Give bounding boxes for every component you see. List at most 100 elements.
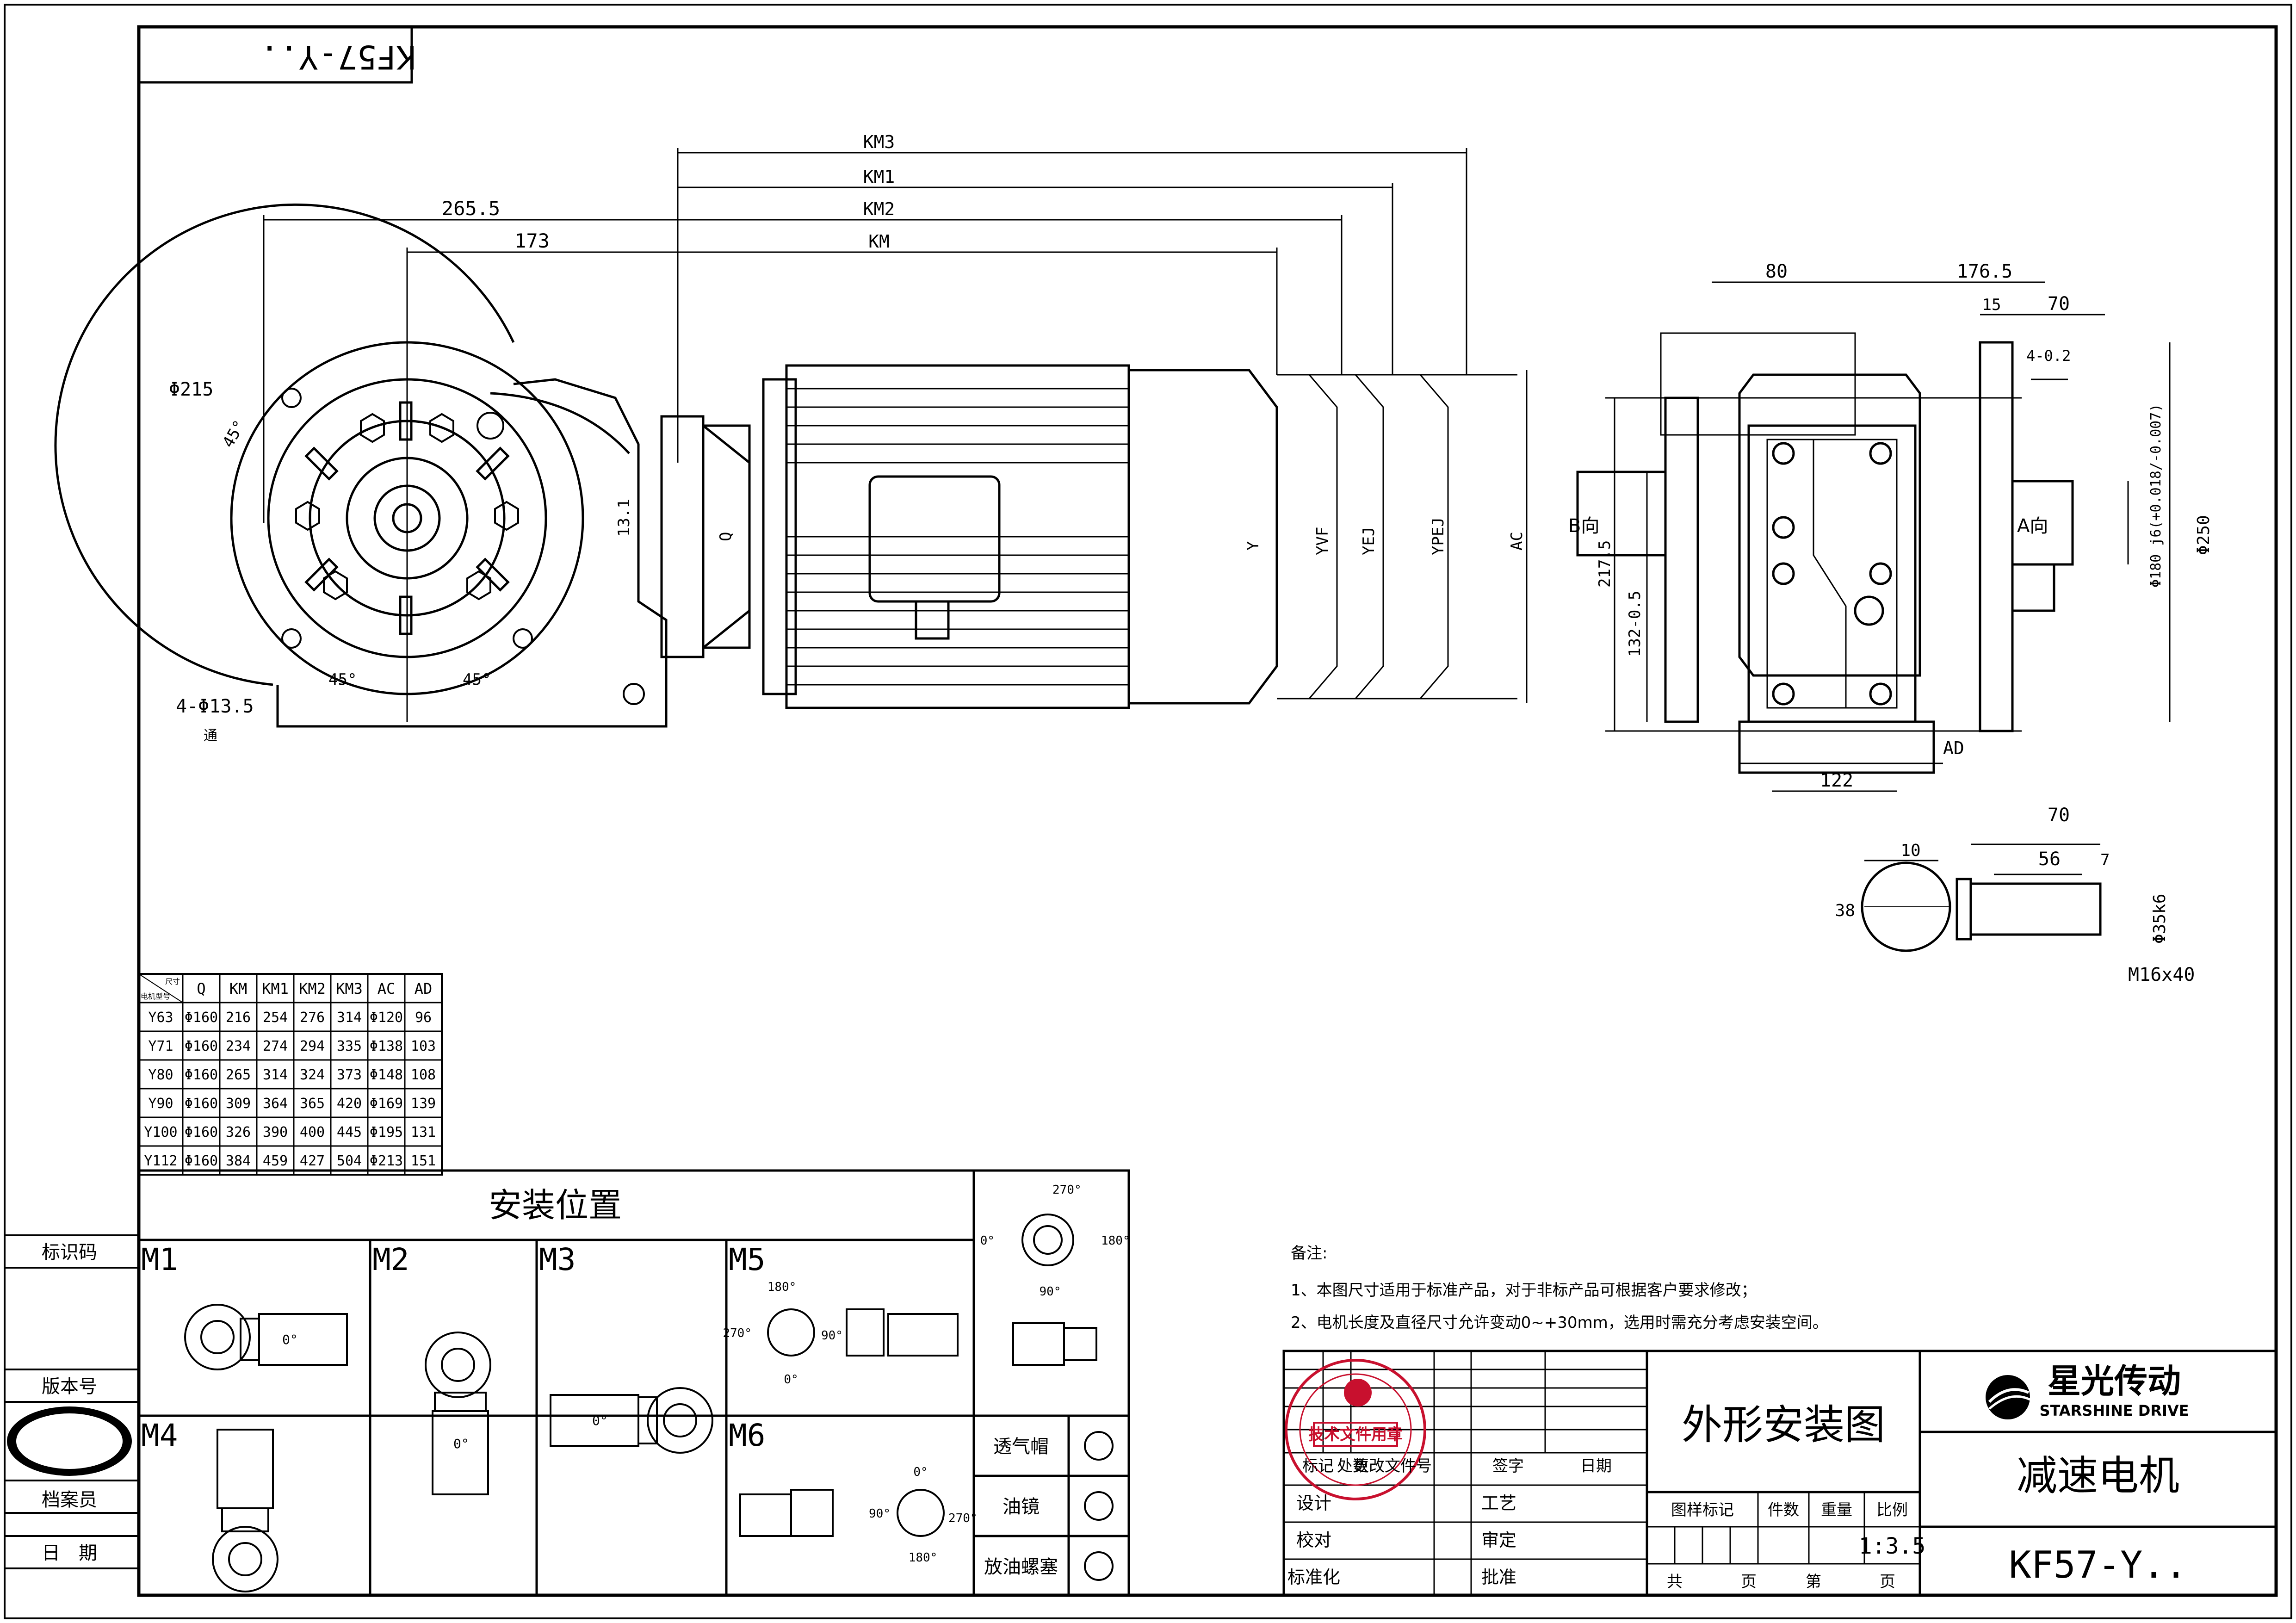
svg-text:AC: AC — [1508, 532, 1526, 551]
svg-text:日 期: 日 期 — [42, 1542, 97, 1564]
table-header: KM3 — [336, 980, 363, 997]
svg-text:KM: KM — [868, 231, 890, 252]
svg-text:页: 页 — [1880, 1573, 1895, 1591]
approval-stamp — [1285, 1359, 1426, 1500]
svg-text:15: 15 — [1982, 296, 2001, 314]
table-cell: 324 — [300, 1067, 325, 1083]
mounting-box — [137, 1169, 1130, 1597]
svg-text:13.1: 13.1 — [615, 499, 633, 537]
svg-text:176.5: 176.5 — [1957, 261, 2012, 282]
svg-text:AD: AD — [1943, 738, 1964, 758]
side-dims — [263, 148, 1528, 722]
table-row-model: Y71 — [148, 1038, 173, 1054]
svg-text:90°: 90° — [869, 1507, 891, 1521]
table-header: KM — [229, 980, 248, 997]
svg-text:设计: 设计 — [1296, 1493, 1331, 1513]
table-cell: 96 — [415, 1010, 432, 1026]
table-cell: Φ160 — [185, 1124, 218, 1140]
table-cell: 390 — [263, 1124, 288, 1140]
svg-text:270°: 270° — [723, 1326, 752, 1340]
table-corner-bottom: 电机型号 — [141, 992, 170, 1001]
svg-text:173: 173 — [514, 229, 550, 252]
table-cell: 459 — [263, 1153, 288, 1169]
table-cell: 131 — [411, 1124, 436, 1140]
svg-text:270°: 270° — [948, 1511, 978, 1525]
product-name: 减速电机 — [2017, 1452, 2179, 1499]
table-cell: Φ213 — [370, 1153, 403, 1169]
svg-text:10: 10 — [1900, 841, 1920, 860]
legend-sightglass: 油镜 — [1003, 1496, 1040, 1518]
svg-text:重量: 重量 — [1821, 1501, 1852, 1519]
legend-breather: 透气帽 — [993, 1436, 1049, 1457]
svg-text:批准: 批准 — [1481, 1567, 1516, 1587]
svg-text:56: 56 — [2038, 849, 2061, 870]
table-cell: 151 — [411, 1153, 436, 1169]
legend-drain: 放油螺塞 — [984, 1556, 1058, 1578]
svg-text:132-0.5: 132-0.5 — [1626, 591, 1644, 657]
table-cell: 335 — [337, 1038, 362, 1054]
table-cell: 384 — [226, 1153, 251, 1169]
table-cell: Φ160 — [185, 1096, 218, 1112]
table-cell: 365 — [300, 1096, 325, 1112]
svg-text:122: 122 — [1820, 770, 1853, 791]
table-cell: Φ160 — [185, 1038, 218, 1054]
table-cell: 314 — [337, 1010, 362, 1026]
table-cell: 326 — [226, 1124, 251, 1140]
svg-text:0°: 0° — [282, 1332, 298, 1347]
svg-text:版本号: 版本号 — [42, 1376, 97, 1397]
svg-text:Φ180 j6(+0.018/-0.007): Φ180 j6(+0.018/-0.007) — [2148, 404, 2164, 588]
table-cell: Φ160 — [185, 1010, 218, 1026]
table-row-model: Y100 — [144, 1124, 177, 1140]
svg-text:80: 80 — [1765, 261, 1788, 282]
svg-text:标记: 标记 — [1302, 1457, 1334, 1475]
svg-text:处数: 处数 — [1337, 1457, 1368, 1475]
side-dim-labels: 265.5 173 KM3 KM1 KM2 KM Φ215 45° 45° 45… — [169, 132, 1526, 744]
svg-text:日期: 日期 — [1580, 1457, 1612, 1475]
mount-sketches: 0° 0° 0° — [184, 1214, 1114, 1592]
table-cell: 108 — [411, 1067, 436, 1083]
svg-text:0°: 0° — [453, 1436, 469, 1451]
svg-text:7: 7 — [2100, 851, 2110, 869]
svg-text:2、电机长度及直径尺寸允许变动0~+30mm，选用时需充分考: 2、电机长度及直径尺寸允许变动0~+30mm，选用时需充分考虑安装空间。 — [1291, 1313, 1828, 1332]
table-cell: 427 — [300, 1153, 325, 1169]
svg-text:备注:: 备注: — [1291, 1244, 1327, 1263]
drawing-name: 外形安装图 — [1682, 1401, 1885, 1449]
table-row-model: Y63 — [148, 1010, 173, 1026]
shaft-labels: 10 38 70 56 7 Φ35k6 M16x40 — [1835, 805, 2195, 985]
svg-text:217.5: 217.5 — [1596, 540, 1614, 588]
left-strip-labels: 标识码 版本号 档案员 日 期 — [42, 1242, 97, 1564]
mirrored-code: KF57-Y.. — [260, 38, 415, 76]
svg-text:比例: 比例 — [1876, 1501, 1908, 1519]
svg-text:180°: 180° — [767, 1280, 797, 1294]
table-cell: 504 — [337, 1153, 362, 1169]
table-header: KM1 — [262, 980, 289, 997]
table-cell: Φ160 — [185, 1153, 218, 1169]
pos-m1: M1 — [141, 1242, 178, 1277]
inner-frame — [137, 25, 2278, 1597]
svg-text:KM2: KM2 — [863, 199, 895, 219]
svg-text:B向: B向 — [1568, 515, 1599, 537]
svg-text:页: 页 — [1741, 1573, 1757, 1591]
svg-text:Φ215: Φ215 — [169, 379, 213, 400]
table-cell: 373 — [337, 1067, 362, 1083]
table-cell: 265 — [226, 1067, 251, 1083]
svg-text:标识码: 标识码 — [42, 1242, 97, 1263]
company-logo-icon — [1986, 1375, 2031, 1419]
svg-text:YEJ: YEJ — [1360, 527, 1378, 555]
svg-text:180°: 180° — [1101, 1234, 1130, 1248]
drawing-code: KF57-Y.. — [2009, 1543, 2187, 1586]
svg-text:265.5: 265.5 — [442, 197, 500, 220]
table-cell: 216 — [226, 1010, 251, 1026]
table-cell: Φ195 — [370, 1124, 403, 1140]
svg-text:90°: 90° — [1040, 1285, 1061, 1299]
table-cell: 234 — [226, 1038, 251, 1054]
table-header: AD — [415, 980, 433, 997]
company-cn: 星光传动 — [2048, 1362, 2181, 1400]
table-header: AC — [378, 980, 396, 997]
svg-text:Φ250: Φ250 — [2194, 515, 2213, 555]
svg-text:270°: 270° — [1052, 1183, 1082, 1197]
svg-text:KM1: KM1 — [863, 167, 895, 187]
end-dims — [1605, 281, 2171, 792]
